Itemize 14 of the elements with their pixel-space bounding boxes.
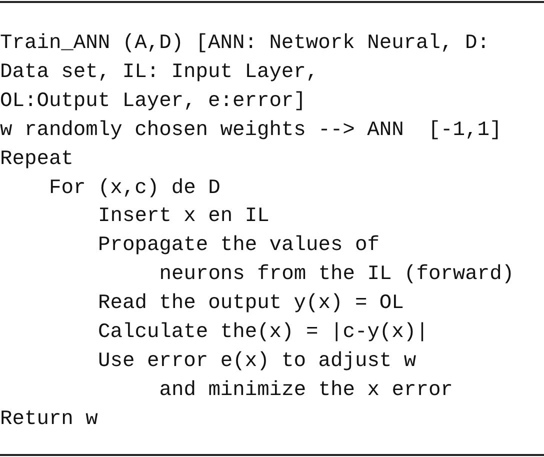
pseudocode-line: For (x,c) de D xyxy=(49,176,220,200)
pseudocode-line: Repeat xyxy=(0,148,74,172)
pseudocode-line: Use error e(x) to adjust w xyxy=(98,350,416,374)
pseudocode-line: Data set, IL: Input Layer, xyxy=(0,60,318,85)
pseudocode-line: Train_ANN (A,D) [ANN: Network Neural, D: xyxy=(0,32,490,56)
pseudocode-line: Return w xyxy=(0,408,98,432)
pseudocode-line: Insert x en IL xyxy=(98,205,270,230)
pseudocode-line: Propagate the values of xyxy=(98,234,380,258)
pseudocode-line: Read the output y(x) = OL xyxy=(98,292,404,316)
pseudocode-line: w randomly chosen weights --> ANN [-1,1] xyxy=(0,118,502,143)
pseudocode-line: and minimize the x error xyxy=(159,378,453,403)
pseudocode-line: Calculate the(x) = |c-y(x)| xyxy=(98,321,428,345)
pseudocode-line: neurons from the IL (forward) xyxy=(159,263,514,288)
pseudocode-line: OL:Output Layer, e:error] xyxy=(0,90,306,114)
